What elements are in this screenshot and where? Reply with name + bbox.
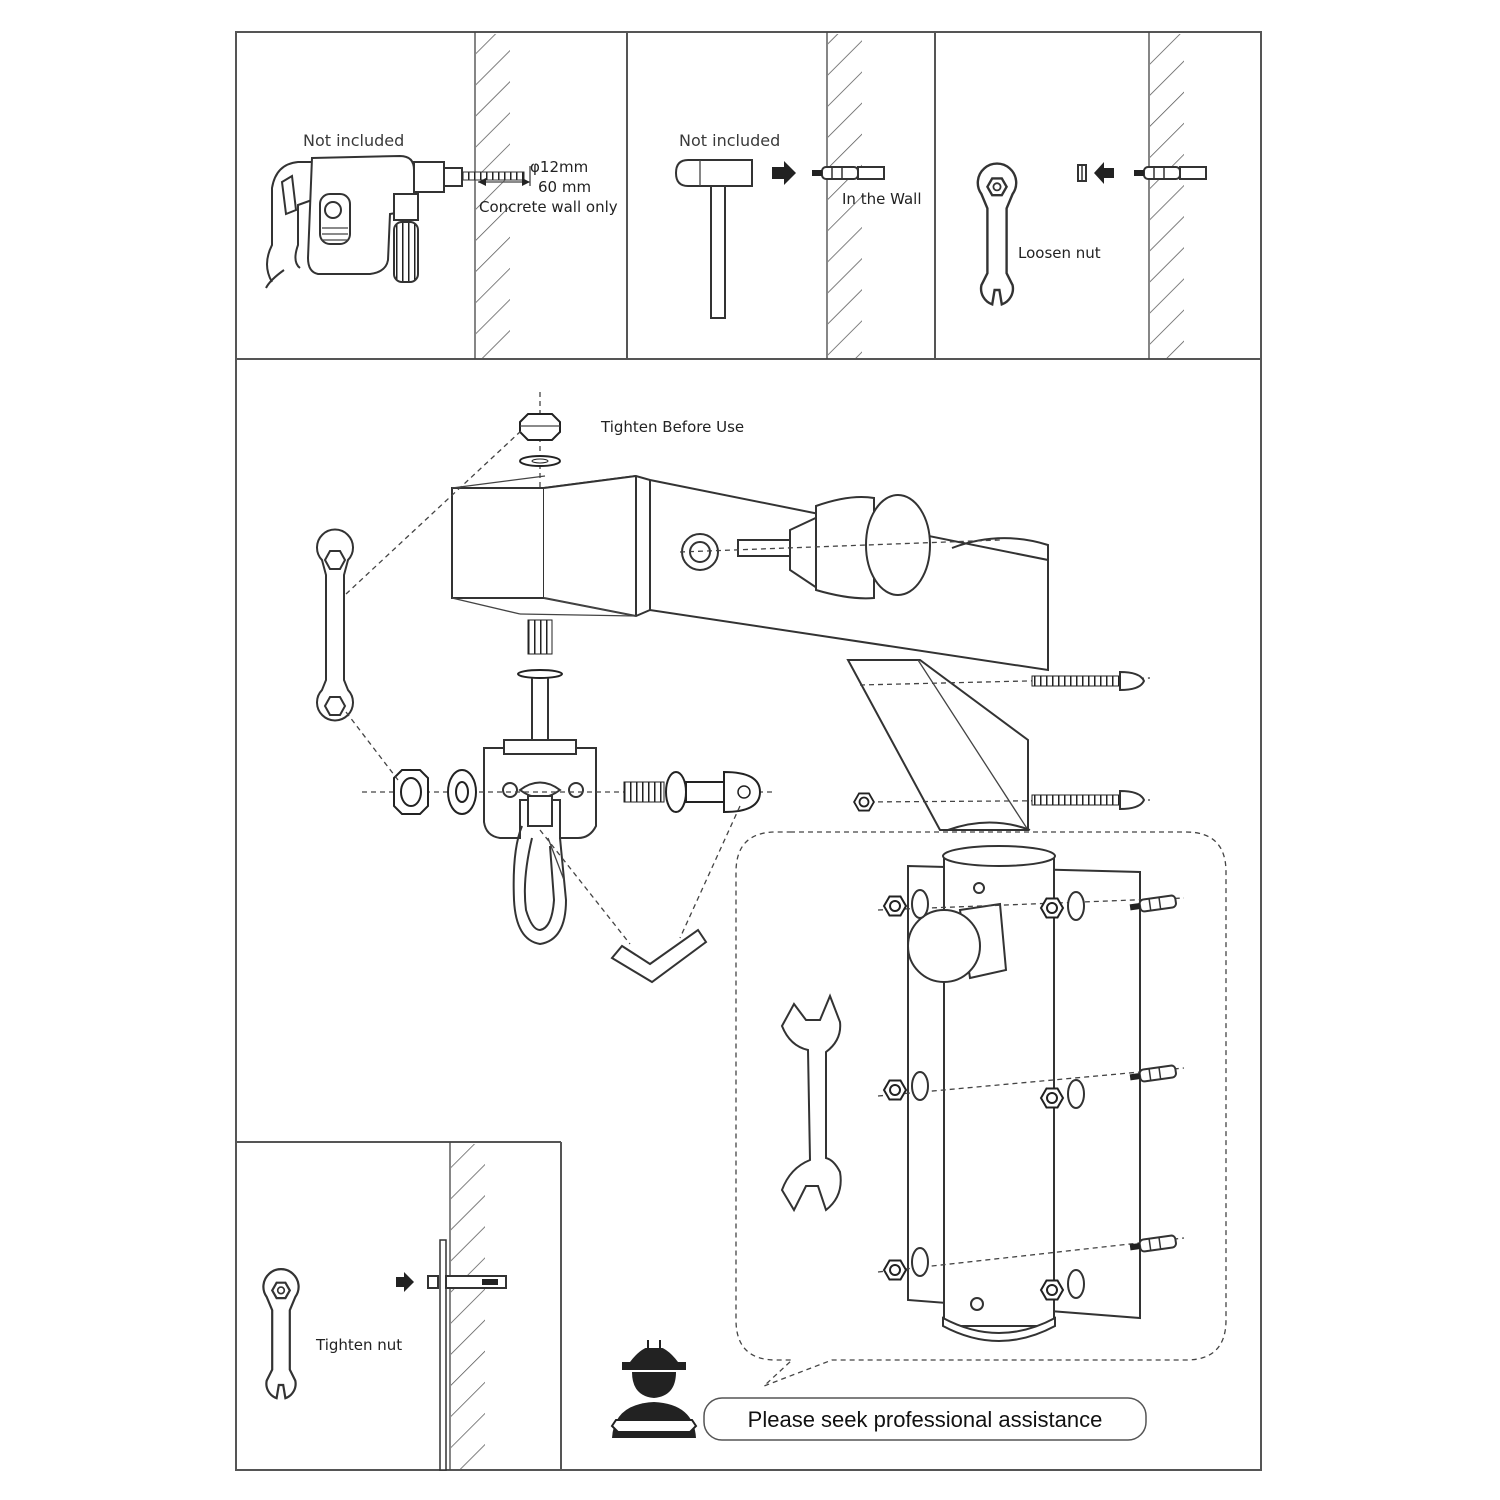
nut-part [1077, 164, 1087, 182]
step-tighten-panel: Tighten nut [236, 1141, 562, 1471]
worker-icon [610, 1336, 698, 1438]
not-included-label: Not included [679, 131, 780, 150]
wall-anchor [427, 1275, 507, 1289]
wall-hatch [828, 34, 862, 358]
wrench-icon [780, 993, 842, 1213]
wall-hatch [1150, 34, 1184, 358]
side-bolt [623, 770, 762, 814]
outer-frame [235, 31, 1262, 1471]
plate-fasteners [877, 889, 1185, 1301]
mount-bolt [1031, 671, 1145, 691]
not-included-label: Not included [303, 131, 404, 150]
drill-dimension [478, 166, 531, 186]
swivel-bracket [483, 739, 597, 839]
mount-arm [451, 474, 1049, 831]
step-loosen-panel: Loosen nut [976, 32, 1207, 359]
notice-box [703, 1397, 1147, 1441]
in-the-wall-label: In the Wall [842, 190, 921, 208]
drill-icon [265, 154, 525, 289]
concrete-wall-label: Concrete wall only [479, 198, 618, 216]
wall-anchor [1133, 166, 1207, 180]
tighten-before-use-label: Tighten Before Use [600, 418, 744, 436]
wrench-icon [262, 1268, 300, 1400]
mount-bolt [1031, 790, 1145, 810]
arrow-right-icon [396, 1272, 414, 1292]
loosen-nut-label: Loosen nut [1018, 244, 1101, 262]
hole-depth-label: 60 mm [538, 178, 591, 196]
wrench-icon [316, 528, 354, 722]
arrow-left-icon [1094, 162, 1114, 184]
wall-hatch [476, 34, 510, 358]
arrow-right-icon [772, 161, 796, 185]
side-washer [447, 769, 477, 815]
detail-callout [735, 831, 1227, 1387]
wall-plate [907, 845, 1141, 1342]
wall-hatch [451, 1144, 485, 1469]
professional-assistance-notice: Please seek professional assistance [748, 1407, 1103, 1432]
hex-key-icon [610, 928, 708, 984]
step-hammer-panel: Not included In the Wall [674, 32, 921, 359]
main-assembly: Tighten Before Use [316, 392, 1227, 1387]
mount-nut [853, 792, 875, 812]
step-drill-panel: Not included [265, 32, 618, 359]
hole-diameter-label: φ12mm [530, 158, 588, 176]
top-nut [519, 413, 561, 467]
wall-anchor [811, 166, 885, 180]
hammer-icon [674, 159, 753, 319]
tighten-nut-label: Tighten nut [315, 1336, 402, 1354]
carabiner-hook [512, 825, 568, 946]
side-nut [393, 769, 429, 815]
wrench-icon [976, 162, 1018, 306]
